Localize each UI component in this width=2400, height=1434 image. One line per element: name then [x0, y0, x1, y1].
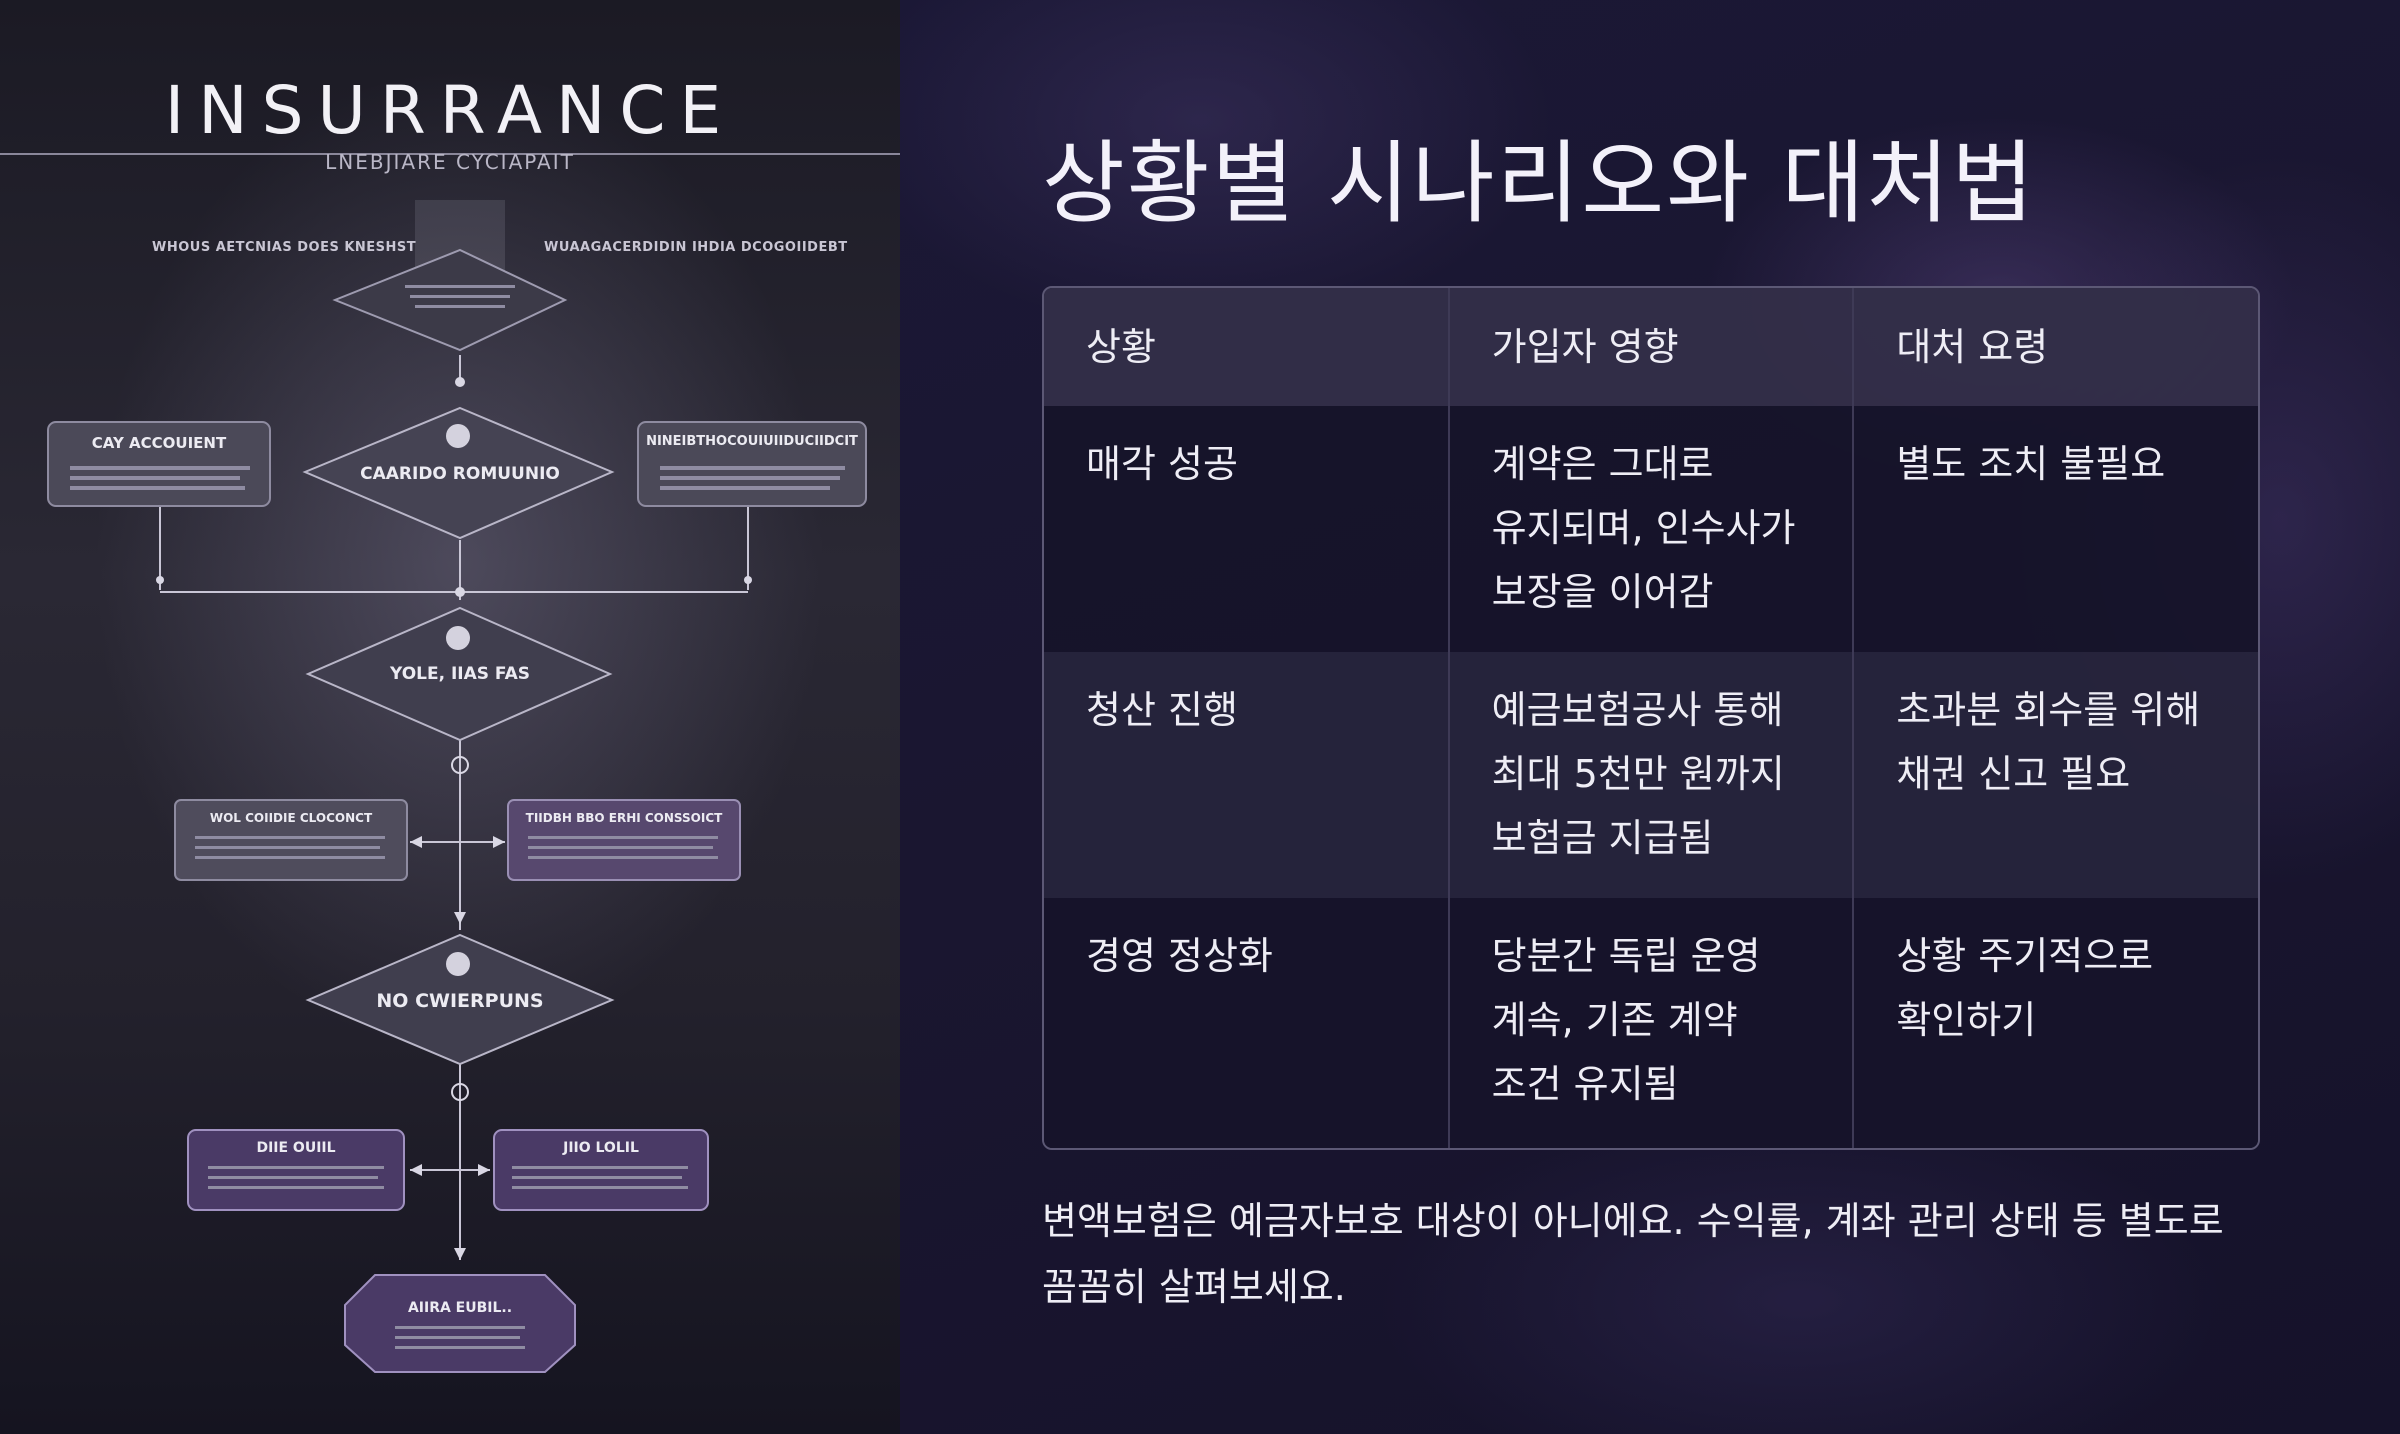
- box-text-placeholders: [70, 285, 845, 1349]
- cell-response: 상황 주기적으로 확인하기: [1896, 934, 2154, 1042]
- column-header-response: 대처 요령: [1896, 325, 2049, 369]
- flowchart-header-left: WHOUS AETCNIAS DOES KNESHST: [152, 240, 417, 255]
- connector-dots: [156, 377, 752, 1260]
- flowchart-graphic: [0, 153, 900, 1373]
- decision-diamond-2: [305, 606, 613, 742]
- cell-impact: 당분간 독립 운영 계속, 기존 계약 조건 유지됨: [1448, 898, 1855, 1148]
- side-right-3-label: JIIO LOLIL: [563, 1140, 639, 1156]
- decision-2-bulb: [446, 626, 470, 650]
- decision-diamond-1: [302, 406, 615, 540]
- cell-response: 초과분 회수를 위해 채권 신고 필요: [1896, 688, 2201, 796]
- cell-response: 별도 조치 불필요: [1896, 442, 2166, 486]
- side-right-1-label: NINEIBTHOCOUIUIIDUCIIDCIT: [646, 434, 858, 449]
- top-diamond: [332, 248, 568, 352]
- side-box-right-3: [493, 1129, 709, 1211]
- side-box-left-3: [187, 1129, 405, 1211]
- connector-lines: [159, 355, 749, 1260]
- column-header-situation: 상황: [1044, 288, 1450, 406]
- side-box-right-2: [507, 799, 741, 881]
- side-box-left-1: [47, 421, 271, 507]
- side-left-3-label: DIIE OUIIL: [256, 1140, 336, 1156]
- terminal-node: [344, 1274, 576, 1373]
- cell-situation: 경영 정상화: [1044, 898, 1450, 1148]
- table-row: 경영 정상화 당분간 독립 운영 계속, 기존 계약 조건 유지됨 상황 주기적…: [1044, 898, 2258, 1148]
- brand-subtitle: LNEBJIARE CYCIAPAIT: [325, 150, 575, 174]
- side-box-left-2: [174, 799, 408, 881]
- column-header-impact: 가입자 영향: [1448, 288, 1855, 406]
- decision-1-label: CAARIDO ROMUUNIO: [360, 464, 560, 484]
- cell-situation: 매각 성공: [1044, 406, 1450, 652]
- cell-impact: 예금보험공사 통해 최대 5천만 원까지 보험금 지급됨: [1448, 652, 1855, 898]
- side-box-right-1: [637, 421, 867, 507]
- decision-1-bulb: [446, 424, 470, 448]
- footnote: 변액보험은 예금자보호 대상이 아니에요. 수익률, 계좌 관리 상태 등 별도…: [1042, 1199, 2224, 1309]
- decision-3-bulb: [446, 952, 470, 976]
- decision-3-label: NO CWIERPUNS: [376, 990, 544, 1012]
- flowchart-header-right: WUAAGACERDIDIN IHDIA DCOGOIIDEBT: [544, 240, 848, 255]
- decision-2-label: YOLE, IIAS FAS: [389, 664, 530, 684]
- side-left-1-label: CAY ACCOUIENT: [91, 434, 227, 452]
- page-title: 상황별 시나리오와 대처법: [1042, 131, 2037, 236]
- side-left-2-label: WOL COIIDIE CLOCONCT: [209, 811, 373, 825]
- cell-impact: 계약은 그대로 유지되며, 인수사가 보장을 이어감: [1448, 406, 1855, 652]
- table-row: 매각 성공 계약은 그대로 유지되며, 인수사가 보장을 이어감 별도 조치 불…: [1044, 406, 2258, 652]
- flowchart-illustration: INSURRANCE LNEBJIARE CYCIAPAIT WHOUS AET…: [0, 0, 900, 1434]
- content-panel: 상황별 시나리오와 대처법 상황 가입자 영향 대처 요령 매각 성공 계약은 …: [900, 0, 2400, 1434]
- side-right-2-label: TIIDBH BBO ERHI CONSSOICT: [525, 811, 723, 825]
- decision-diamond-3: [305, 933, 615, 1066]
- table-header-row: 상황 가입자 영향 대처 요령: [1044, 288, 2258, 406]
- scenario-table: 상황 가입자 영향 대처 요령 매각 성공 계약은 그대로 유지되며, 인수사가…: [1042, 286, 2260, 1150]
- table-row: 청산 진행 예금보험공사 통해 최대 5천만 원까지 보험금 지급됨 초과분 회…: [1044, 652, 2258, 898]
- cell-situation: 청산 진행: [1044, 652, 1450, 898]
- terminal-label: AIIRA EUBIL..: [407, 1300, 513, 1316]
- brand-title: INSURRANCE: [164, 72, 736, 149]
